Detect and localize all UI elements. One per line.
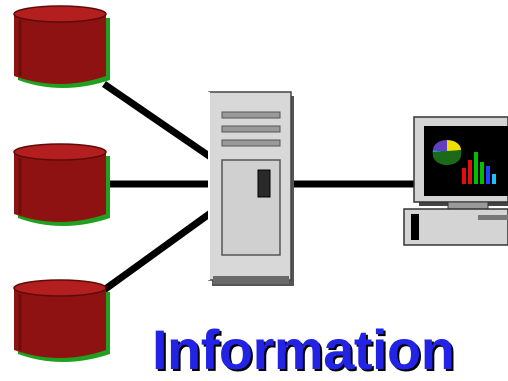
tower-server-icon bbox=[208, 91, 294, 286]
database-cylinder-icon bbox=[13, 5, 110, 88]
pie-chart-icon bbox=[432, 140, 462, 166]
connector-lines bbox=[101, 81, 414, 293]
workstation bbox=[403, 116, 508, 246]
database-3 bbox=[13, 279, 110, 362]
network-diagram bbox=[13, 5, 508, 362]
database-cylinder-icon bbox=[13, 279, 110, 362]
server bbox=[208, 91, 294, 286]
connector-database-3-server bbox=[101, 209, 215, 293]
database-2 bbox=[13, 143, 110, 226]
bar-chart-icon bbox=[462, 152, 496, 184]
database-cylinder-icon bbox=[13, 143, 110, 226]
connector-database-1-server bbox=[102, 81, 214, 161]
database-1 bbox=[13, 5, 110, 88]
keyboard-icon bbox=[403, 208, 508, 246]
monitor-icon bbox=[413, 116, 508, 211]
diagram-caption: Information bbox=[152, 318, 455, 381]
